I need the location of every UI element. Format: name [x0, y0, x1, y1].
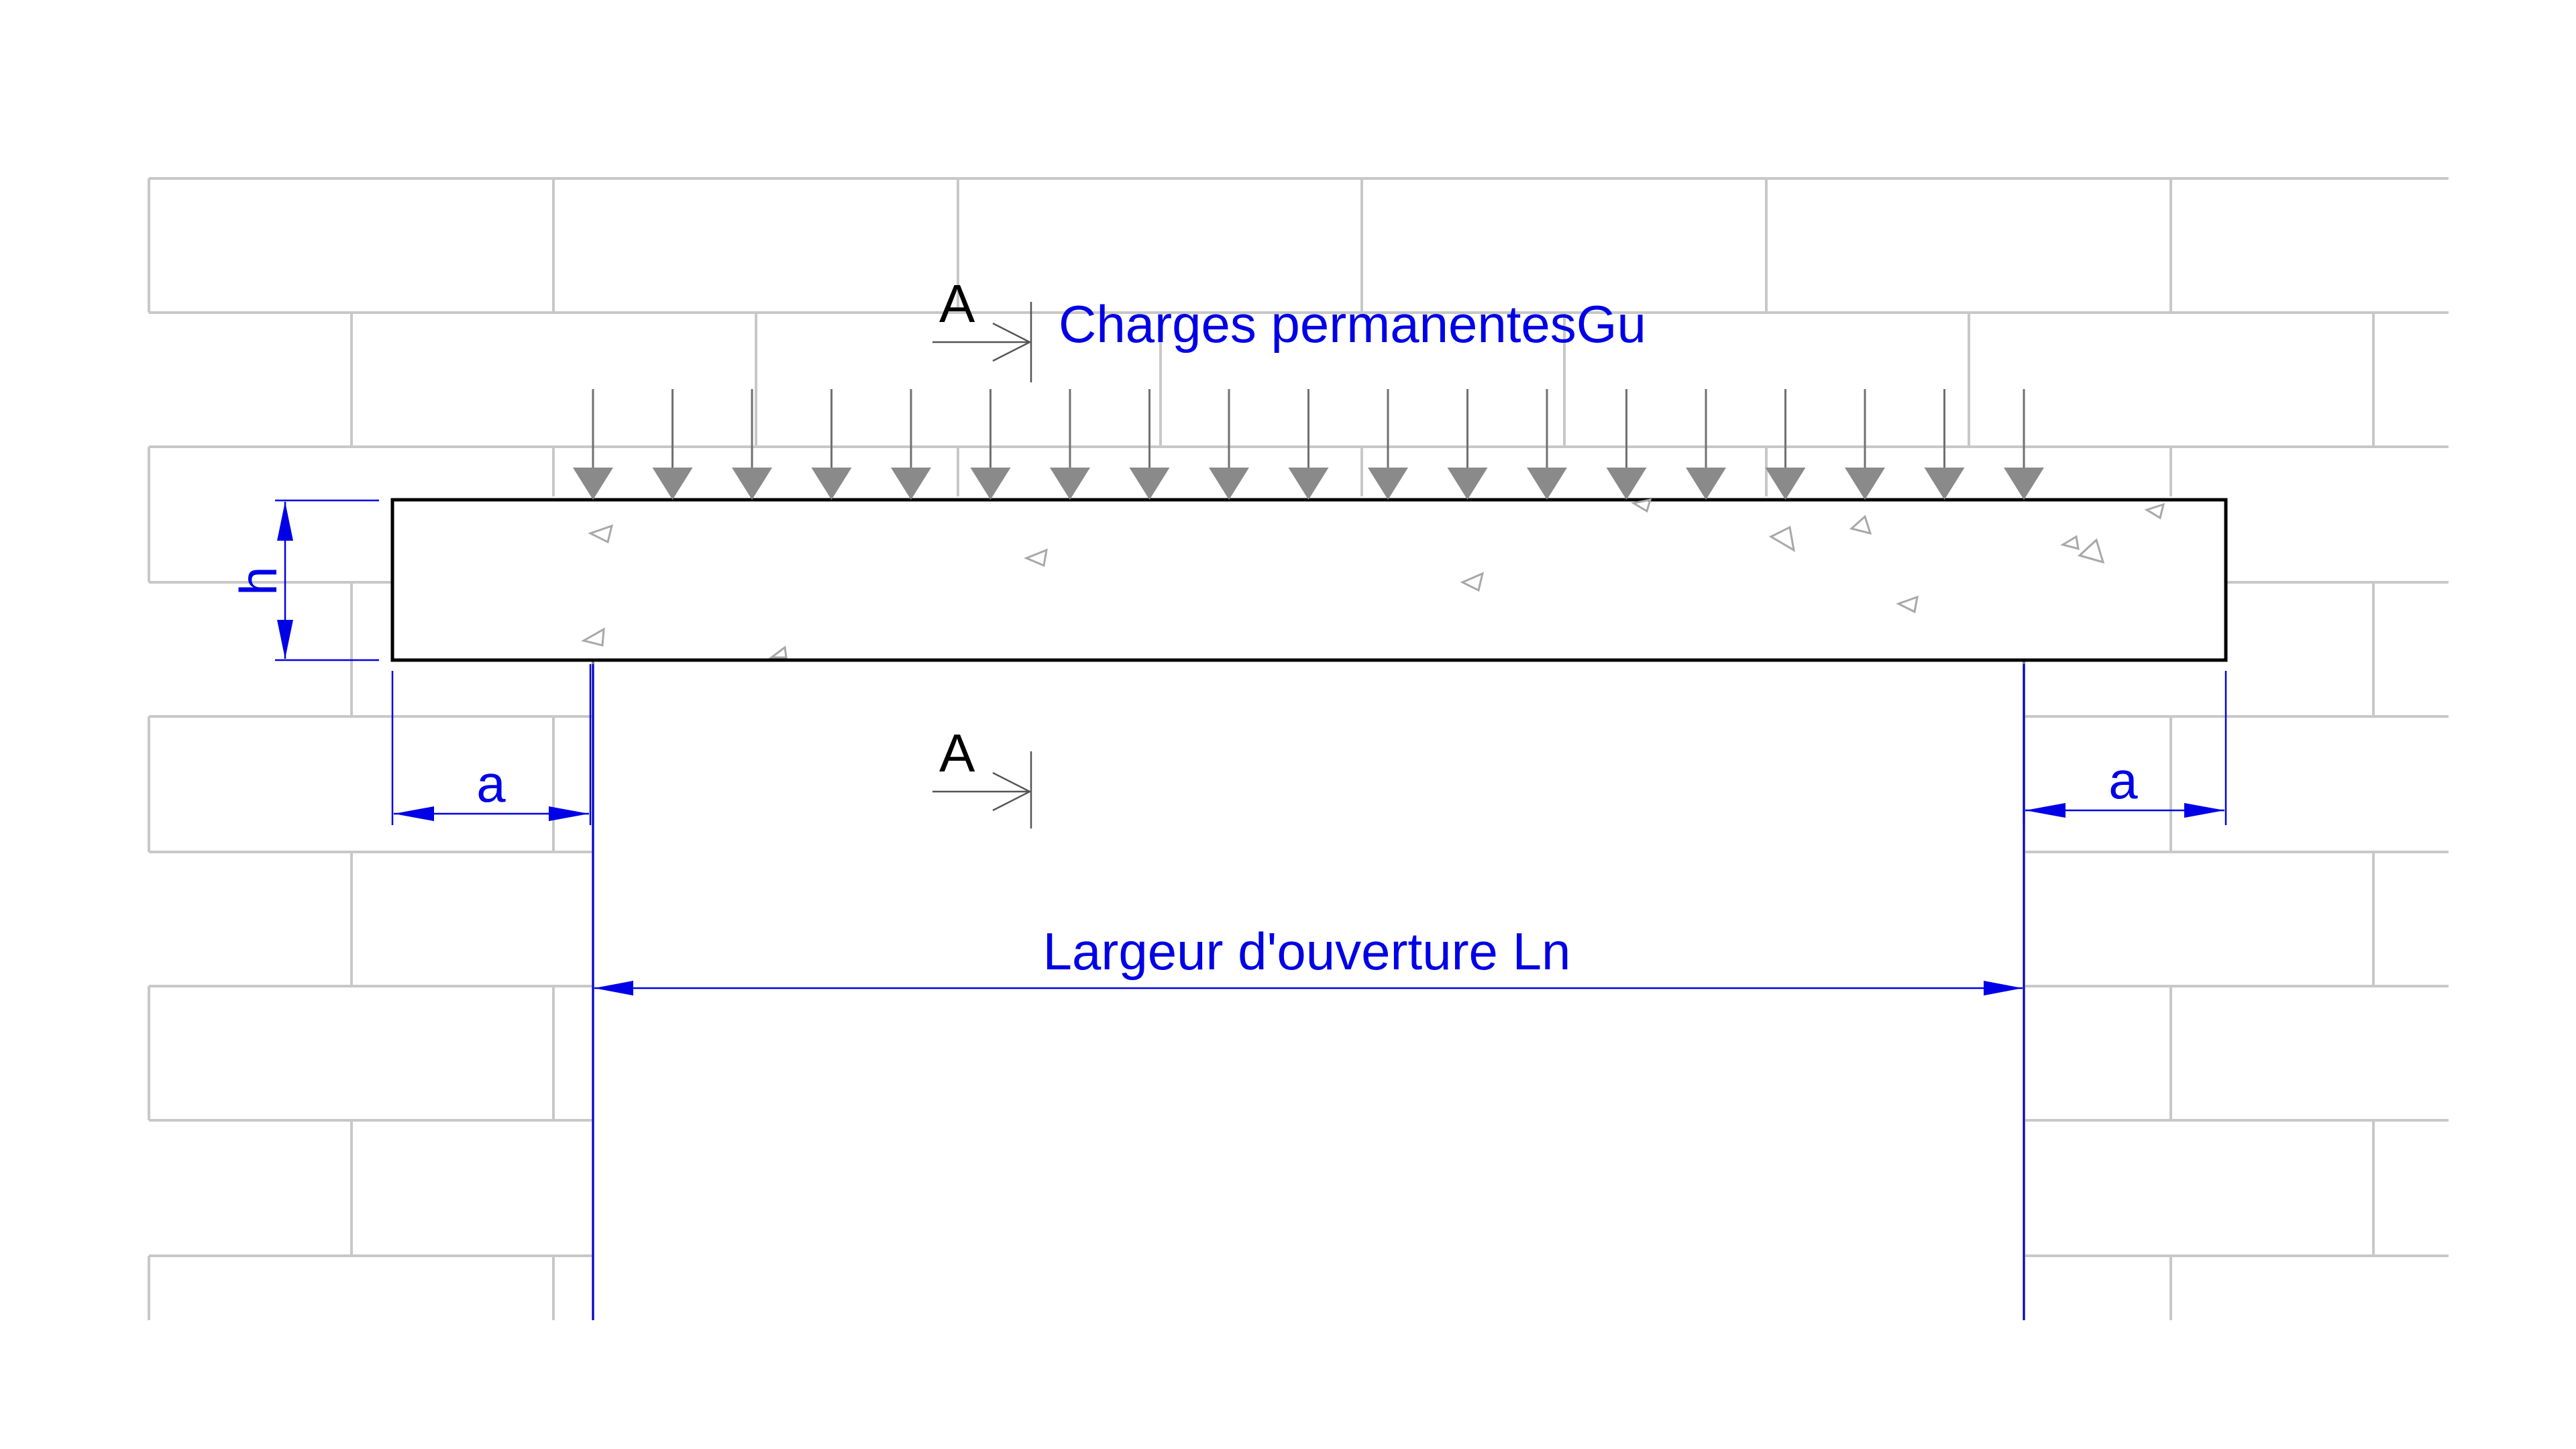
- section-mark-top: A: [932, 274, 1032, 382]
- load-arrow-head: [652, 468, 693, 500]
- lintel-beam: [390, 498, 2228, 662]
- load-arrow-head: [1368, 468, 1408, 500]
- section-mark-bottom: A: [932, 723, 1032, 828]
- load-arrow-head: [573, 468, 613, 500]
- section-letter-top: A: [939, 274, 975, 333]
- bearing-dimension-right: a: [2023, 664, 2227, 825]
- load-arrow-head: [1924, 468, 1965, 500]
- opening-width-label: Largeur d'ouverture Ln: [1043, 922, 1571, 981]
- load-arrow-head: [1050, 468, 1090, 500]
- load-arrow-head: [1606, 468, 1647, 500]
- load-arrow-head: [1765, 468, 1806, 500]
- load-arrow-head: [1686, 468, 1726, 500]
- height-dimension: h: [229, 499, 379, 661]
- load-arrow-head: [1209, 468, 1249, 500]
- load-arrow-head: [891, 468, 931, 500]
- concrete-hatch: [580, 498, 2165, 659]
- opening-width-dimension: Largeur d'ouverture Ln: [592, 664, 2025, 1320]
- bearing-label-left: a: [476, 754, 506, 813]
- load-arrow-head: [1129, 468, 1170, 500]
- section-letter-bottom: A: [939, 723, 975, 783]
- bearing-label-right: a: [2108, 751, 2138, 810]
- load-arrow-head: [970, 468, 1011, 500]
- load-arrows: [573, 389, 2044, 500]
- masonry-wall: [148, 177, 2449, 1320]
- load-arrow-head: [1447, 468, 1488, 500]
- load-arrow-head: [1288, 468, 1329, 500]
- bearing-dimension-left: a: [391, 664, 592, 825]
- load-arrow-head: [2004, 468, 2044, 500]
- wall-opening: [593, 661, 2024, 1332]
- load-arrow-head: [1845, 468, 1885, 500]
- load-arrow-head: [732, 468, 772, 500]
- load-arrow-head: [1527, 468, 1567, 500]
- load-arrow-head: [811, 468, 852, 500]
- height-label: h: [229, 566, 288, 595]
- load-label: Charges permanentesGu: [1059, 294, 1646, 354]
